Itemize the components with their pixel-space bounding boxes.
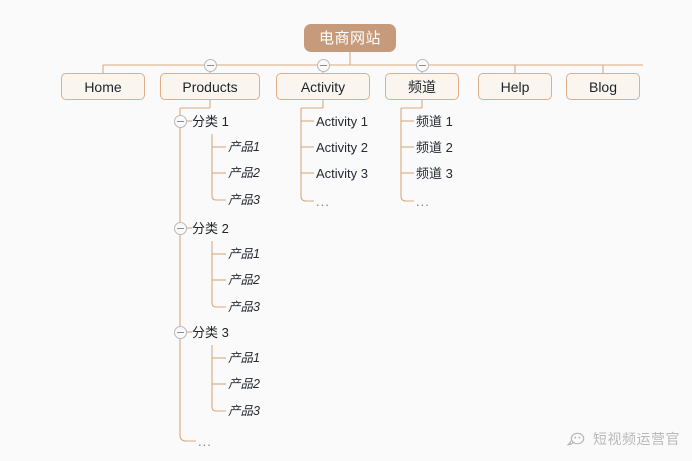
node-help[interactable]: Help <box>478 73 552 100</box>
collapse-toggle-activity[interactable] <box>317 59 330 72</box>
node-category-2[interactable]: 分类 2 <box>192 221 229 236</box>
node-blog[interactable]: Blog <box>566 73 640 100</box>
node-category-3[interactable]: 分类 3 <box>192 325 229 340</box>
node-product-3-1[interactable]: 产品1 <box>228 351 260 366</box>
node-product-3-3[interactable]: 产品3 <box>228 404 260 419</box>
node-products-more[interactable]: ... <box>198 433 212 449</box>
node-product-2-1[interactable]: 产品1 <box>228 247 260 262</box>
node-product-3-2[interactable]: 产品2 <box>228 377 260 392</box>
node-product-1-1[interactable]: 产品1 <box>228 140 260 155</box>
watermark: 短视频运营官 <box>566 429 680 449</box>
collapse-toggle-category-2[interactable] <box>174 222 187 235</box>
node-activity-1[interactable]: Activity 1 <box>316 114 369 129</box>
node-product-1-3[interactable]: 产品3 <box>228 193 260 208</box>
node-channel-more[interactable]: ... <box>416 193 430 209</box>
node-product-1-2[interactable]: 产品2 <box>228 166 260 181</box>
node-products[interactable]: Products <box>160 73 260 100</box>
node-channel-1[interactable]: 频道 1 <box>416 114 453 129</box>
node-product-2-2[interactable]: 产品2 <box>228 273 260 288</box>
node-home[interactable]: Home <box>61 73 145 100</box>
node-activity-3[interactable]: Activity 3 <box>316 166 369 181</box>
node-activity-2[interactable]: Activity 2 <box>316 140 369 155</box>
node-category-1[interactable]: 分类 1 <box>192 114 229 129</box>
node-channel-3[interactable]: 频道 3 <box>416 166 453 181</box>
node-product-2-3[interactable]: 产品3 <box>228 300 260 315</box>
collapse-toggle-channel[interactable] <box>416 59 429 72</box>
collapse-toggle-products[interactable] <box>204 59 217 72</box>
collapse-toggle-category-1[interactable] <box>174 115 187 128</box>
collapse-toggle-category-3[interactable] <box>174 326 187 339</box>
node-channel[interactable]: 频道 <box>385 73 459 100</box>
root-node[interactable]: 电商网站 <box>304 24 396 52</box>
node-channel-2[interactable]: 频道 2 <box>416 140 453 155</box>
speech-bubble-logo-icon <box>566 429 586 449</box>
node-activity-more[interactable]: ... <box>316 193 330 209</box>
watermark-text: 短视频运营官 <box>593 431 680 447</box>
node-activity[interactable]: Activity <box>276 73 370 100</box>
